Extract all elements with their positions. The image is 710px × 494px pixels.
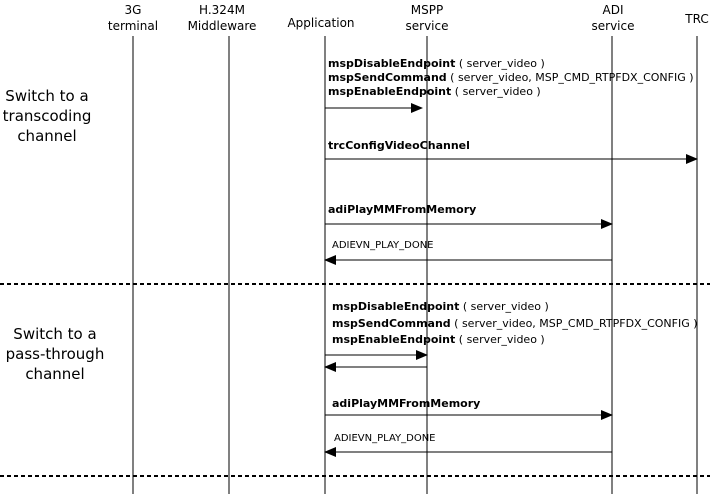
column-header-line: 3G xyxy=(124,3,142,17)
section-label-transcoding: Switch to a transcoding channel xyxy=(0,86,102,146)
function-name: adiPlayMMFromMemory xyxy=(328,203,477,216)
function-name: adiPlayMMFromMemory xyxy=(332,397,481,410)
column-header-h324m-middleware: H.324M Middleware xyxy=(167,2,277,34)
column-header-line: ADI xyxy=(602,3,624,17)
section-label-line: channel xyxy=(17,127,77,145)
section-label-line: transcoding xyxy=(2,107,92,125)
column-header-line: Middleware xyxy=(187,19,257,33)
message-msp-enable-endpoint: mspEnableEndpoint ( server_video ) xyxy=(332,332,545,347)
message-msp-enable-endpoint: mspEnableEndpoint ( server_video ) xyxy=(328,84,541,99)
event-adievn-play-done: ADIEVN_PLAY_DONE xyxy=(334,433,436,444)
section-label-line: Switch to a xyxy=(13,325,97,343)
function-name: mspEnableEndpoint xyxy=(332,333,456,346)
column-header-adi-service: ADI service xyxy=(558,2,668,34)
column-header-line: terminal xyxy=(107,19,159,33)
function-name: mspDisableEndpoint xyxy=(332,300,460,313)
message-adi-play-mm-from-memory: adiPlayMMFromMemory xyxy=(332,396,480,411)
column-header-line: H.324M xyxy=(199,3,245,17)
message-adi-play-mm-from-memory: adiPlayMMFromMemory xyxy=(328,202,476,217)
function-args: ( server_video, MSP_CMD_RTPFDX_CONFIG ) xyxy=(450,317,698,330)
section-label-line: pass-through xyxy=(5,345,105,363)
function-args: ( server_video ) xyxy=(459,300,549,313)
column-header-application: Application xyxy=(266,15,376,31)
function-name: mspSendCommand xyxy=(328,71,447,84)
message-msp-disable-endpoint: mspDisableEndpoint ( server_video ) xyxy=(328,56,545,71)
column-header-line: service xyxy=(405,19,449,33)
column-header-trc: TRC xyxy=(642,11,710,27)
message-trc-config-video-channel: trcConfigVideoChannel xyxy=(328,138,470,153)
function-name: mspDisableEndpoint xyxy=(328,57,456,70)
column-header-line: MSPP xyxy=(410,3,444,17)
section-label-line: Switch to a xyxy=(5,87,89,105)
section-label-pass-through: Switch to a pass-through channel xyxy=(0,324,110,384)
function-args: ( server_video ) xyxy=(455,333,545,346)
function-args: ( server_video, MSP_CMD_RTPFDX_CONFIG ) xyxy=(446,71,694,84)
message-msp-send-command: mspSendCommand ( server_video, MSP_CMD_R… xyxy=(332,316,698,331)
column-header-3g-terminal: 3G terminal xyxy=(78,2,188,34)
event-adievn-play-done: ADIEVN_PLAY_DONE xyxy=(332,240,434,251)
message-msp-send-command: mspSendCommand ( server_video, MSP_CMD_R… xyxy=(328,70,694,85)
column-header-line: Application xyxy=(287,16,355,30)
function-args: ( server_video ) xyxy=(455,57,545,70)
function-name: mspEnableEndpoint xyxy=(328,85,452,98)
message-msp-disable-endpoint: mspDisableEndpoint ( server_video ) xyxy=(332,299,549,314)
function-name: trcConfigVideoChannel xyxy=(328,139,470,152)
section-label-line: channel xyxy=(25,365,85,383)
function-args: ( server_video ) xyxy=(451,85,541,98)
column-header-line: TRC xyxy=(685,12,709,26)
function-name: mspSendCommand xyxy=(332,317,451,330)
column-header-mspp-service: MSPP service xyxy=(372,2,482,34)
column-header-line: service xyxy=(591,19,635,33)
